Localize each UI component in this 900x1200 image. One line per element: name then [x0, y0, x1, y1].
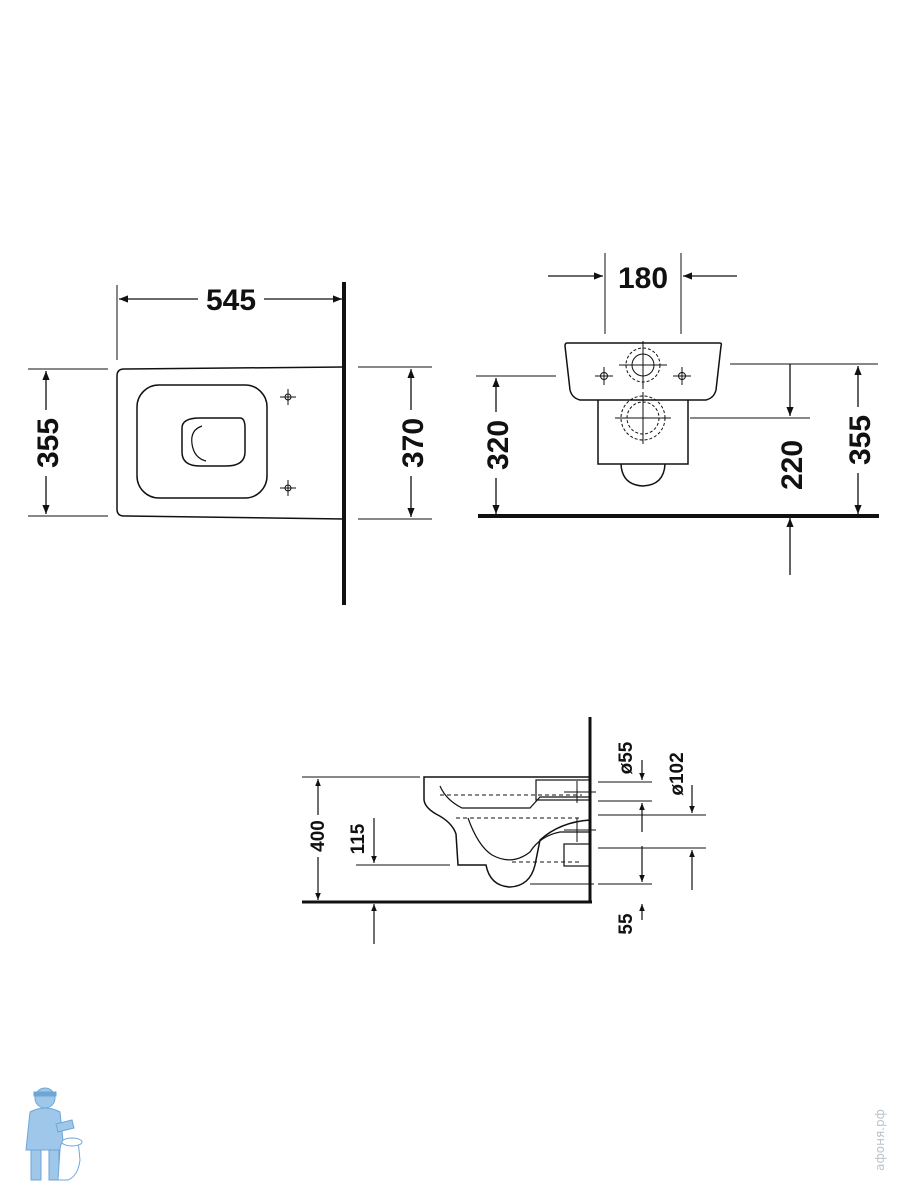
flush-connector — [535, 779, 591, 801]
plumber-mascot-icon — [25, 1087, 83, 1181]
pipe-small-label: ø55 — [616, 741, 637, 774]
watermark-text: афоня.рф — [873, 1109, 887, 1171]
bolt-left-icon — [595, 367, 613, 385]
bowl-profile — [423, 776, 591, 888]
bowl-inner-profile — [439, 785, 590, 809]
top-view — [28, 282, 432, 605]
seat-hinge-recess — [181, 417, 246, 467]
bowl-outline — [116, 366, 345, 520]
pipe-large-label: ø102 — [667, 752, 688, 795]
outlet-centerline-icon — [564, 818, 596, 842]
depth-left-label: 355 — [32, 418, 65, 468]
flush-inlet-icon — [619, 341, 667, 389]
height-right-label: 355 — [844, 415, 877, 465]
bolt-right-icon — [673, 367, 691, 385]
floor-offset-label: 55 — [616, 913, 637, 935]
height-inner-label: 220 — [776, 440, 809, 490]
depth-right-label: 370 — [397, 418, 430, 468]
bowl-body-outline — [597, 400, 689, 465]
inlet-centerline-icon — [564, 781, 596, 803]
flush-spacing-label: 180 — [618, 262, 668, 295]
front-view — [476, 253, 879, 575]
mount-hole-upper-icon — [280, 389, 296, 405]
seat-outline — [136, 384, 268, 499]
bowl-rim-outline — [564, 342, 723, 401]
mount-hole-lower-icon — [280, 480, 296, 496]
outlet-bulge — [620, 463, 666, 487]
drain-outlet-icon — [615, 392, 671, 444]
drain-connector — [563, 843, 591, 867]
width-label: 545 — [206, 284, 256, 317]
height-left-label: 320 — [482, 420, 515, 470]
height-label: 400 — [308, 820, 329, 852]
trap-profile — [467, 817, 590, 861]
seat-hinge-recess-inner — [191, 425, 207, 462]
outlet-height-label: 115 — [348, 823, 369, 854]
